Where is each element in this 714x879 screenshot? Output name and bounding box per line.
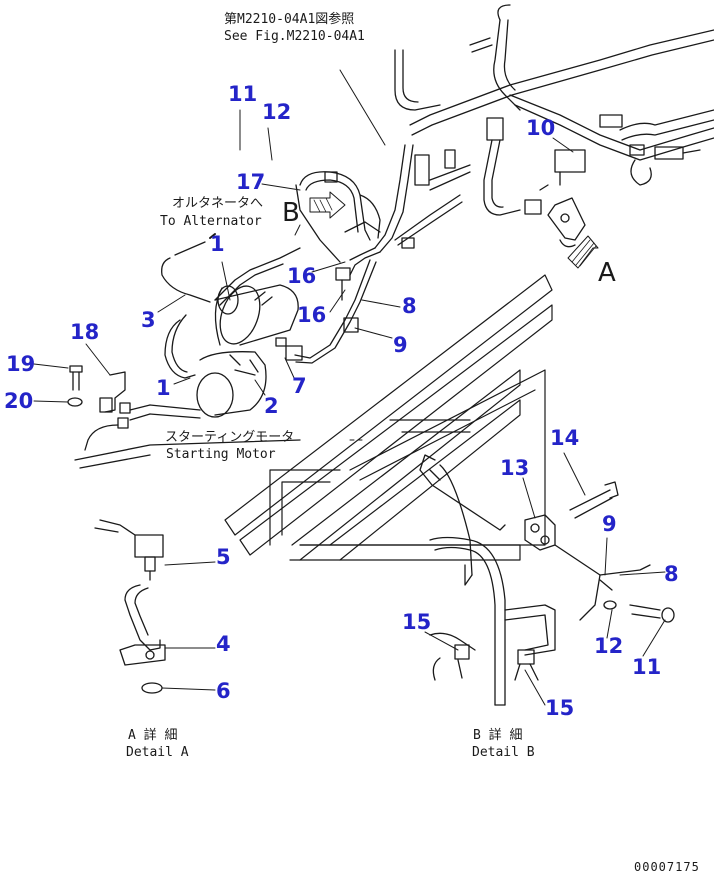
callout-10: 10: [526, 116, 556, 140]
alternator-label-en: To Alternator: [160, 214, 262, 229]
callout-1-lower: 1: [156, 376, 171, 400]
callout-16-lower: 16: [297, 303, 327, 327]
alternator-label-jp: オルタネータへ: [172, 196, 264, 211]
starter-label-en: Starting Motor: [166, 447, 276, 462]
callout-8-upper: 8: [402, 294, 417, 318]
callout-4: 4: [216, 632, 231, 656]
view-letter-a: A: [598, 258, 616, 288]
callout-19: 19: [6, 352, 36, 376]
callout-7: 7: [292, 374, 307, 398]
detail-b-title-jp: B 詳 細: [473, 728, 523, 743]
center-harness: [275, 144, 471, 364]
detail-b-title-en: Detail B: [472, 745, 535, 760]
callout-15-right: 15: [545, 696, 575, 720]
callout-9-lower: 9: [602, 512, 617, 536]
wire-loop: [295, 171, 381, 263]
alternator-lead: [161, 233, 301, 306]
callout-11-top: 11: [228, 82, 258, 106]
view-letter-b: B: [282, 198, 300, 228]
leader-lines: [33, 69, 666, 706]
callout-12-lower: 12: [594, 634, 624, 658]
starter-label-jp: スターティングモータ: [165, 430, 295, 445]
detail-a-title-en: Detail A: [126, 745, 189, 760]
callout-1-upper: 1: [210, 232, 225, 256]
callout-12-top: 12: [262, 100, 292, 124]
detail-b-assembly: [419, 454, 675, 706]
lower-harness: [74, 439, 301, 469]
callout-9-upper: 9: [393, 333, 408, 357]
callout-18: 18: [70, 320, 100, 344]
callout-6: 6: [216, 679, 231, 703]
callout-14: 14: [550, 426, 580, 450]
watermark-logo: [224, 274, 553, 561]
main-harness: [394, 4, 714, 216]
callout-13: 13: [500, 456, 530, 480]
starting-motor: [84, 284, 299, 451]
callout-17: 17: [236, 170, 266, 194]
view-arrow-b: [309, 191, 346, 219]
callout-3: 3: [141, 308, 156, 332]
clip-bolt-washer: [67, 365, 126, 413]
callout-20: 20: [4, 389, 34, 413]
drawing-number: 00007175: [634, 860, 700, 874]
detail-a-title-jp: A 詳 細: [128, 728, 178, 743]
callout-16-upper: 16: [287, 264, 317, 288]
bracket-detail-a: [547, 197, 586, 248]
callout-8-lower: 8: [664, 562, 679, 586]
ref-fig-jp: 第M2210-04A1図参照: [224, 12, 355, 27]
callout-11-lower: 11: [632, 655, 662, 679]
detail-a-assembly: [94, 519, 166, 694]
ref-fig-en: See Fig.M2210-04A1: [224, 29, 365, 44]
callout-5: 5: [216, 545, 231, 569]
view-arrow-a: [567, 235, 599, 269]
callout-15-left: 15: [402, 610, 432, 634]
callout-2: 2: [264, 394, 279, 418]
